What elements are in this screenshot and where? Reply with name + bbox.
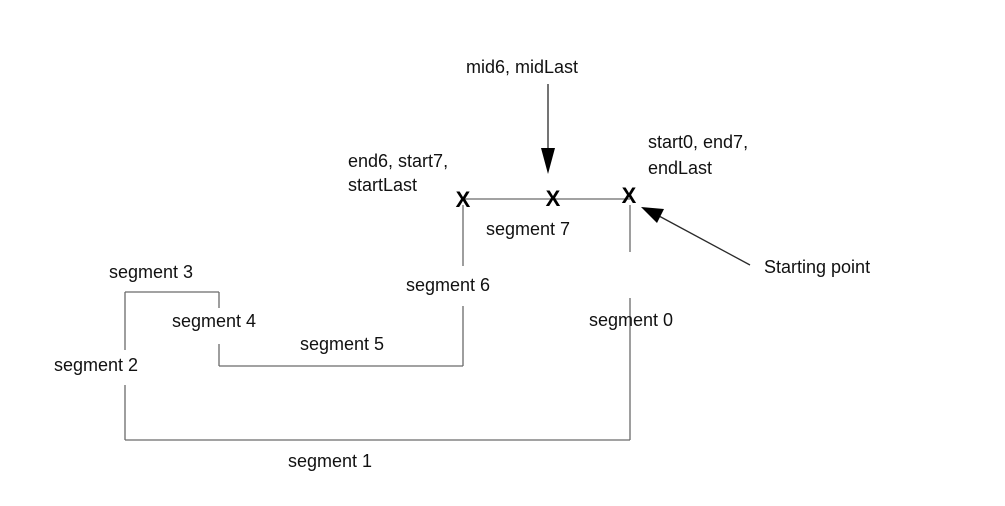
middle-point-marker: X <box>546 186 561 211</box>
segment-0-label: segment 0 <box>589 310 673 330</box>
left-point-marker: X <box>456 187 471 212</box>
right-point-label-line-1: start0, end7, <box>648 132 748 152</box>
segment-2-label: segment 2 <box>54 355 138 375</box>
right-point-marker: X <box>622 183 637 208</box>
starting-point-arrow-line <box>658 215 751 266</box>
right-point-label-line-2: endLast <box>648 158 712 178</box>
left-point-label-line-1: end6, start7, <box>348 151 448 171</box>
starting-point-arrowhead <box>641 207 664 223</box>
middle-point-label: mid6, midLast <box>466 57 578 77</box>
middle-point-arrowhead <box>541 148 555 174</box>
segment-5-label: segment 5 <box>300 334 384 354</box>
segment-3-label: segment 3 <box>109 262 193 282</box>
starting-point-label: Starting point <box>764 257 870 277</box>
segment-7-label: segment 7 <box>486 219 570 239</box>
segment-6-label: segment 6 <box>406 275 490 295</box>
segment-1-label: segment 1 <box>288 451 372 471</box>
segment-4-label: segment 4 <box>172 311 256 331</box>
left-point-label-line-2: startLast <box>348 175 417 195</box>
